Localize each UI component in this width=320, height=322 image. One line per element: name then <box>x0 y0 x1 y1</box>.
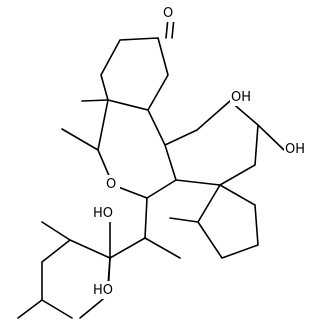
isopropyl-bond-b <box>17 299 43 319</box>
structure-diagram: O O OH OH HO HO <box>17 4 310 319</box>
angular-methyl-bond <box>169 217 199 223</box>
side-chain-oh-lower <box>107 257 111 286</box>
ring-c-bonds <box>164 100 259 186</box>
c5-methyl-bond <box>81 99 109 102</box>
side-chain-methyl-upper <box>41 221 71 241</box>
hydroxyl-right-bg <box>284 140 310 158</box>
molecule-canvas: O O OH OH HO HO <box>17 4 310 319</box>
ring-oxygen-label: O <box>106 177 116 192</box>
hydroxyl-side-lower-bg <box>92 281 118 299</box>
ring-d-bonds <box>197 184 259 259</box>
hydroxyl-right-label: OH <box>285 142 305 157</box>
hydroxyl-side-upper-label: HO <box>93 206 113 221</box>
ketone-oxygen-bg <box>160 4 178 22</box>
ring-a-bonds <box>100 37 169 111</box>
ketone-oxygen-label: O <box>163 6 173 21</box>
isopropyl-bond-c <box>41 299 73 319</box>
hydroxyl-side-lower-label: HO <box>93 283 113 298</box>
ring-oxygen-bg <box>104 175 120 191</box>
c7-methyl-bond <box>61 128 99 151</box>
hydroxyl-top-bg <box>230 88 256 106</box>
atom-labels: O O OH OH HO HO <box>92 4 310 299</box>
hydroxyl-top-label: OH <box>231 90 251 105</box>
oh-right-bond <box>257 124 285 151</box>
bond-lines <box>17 17 285 319</box>
hydroxyl-side-upper-bg <box>92 204 118 222</box>
